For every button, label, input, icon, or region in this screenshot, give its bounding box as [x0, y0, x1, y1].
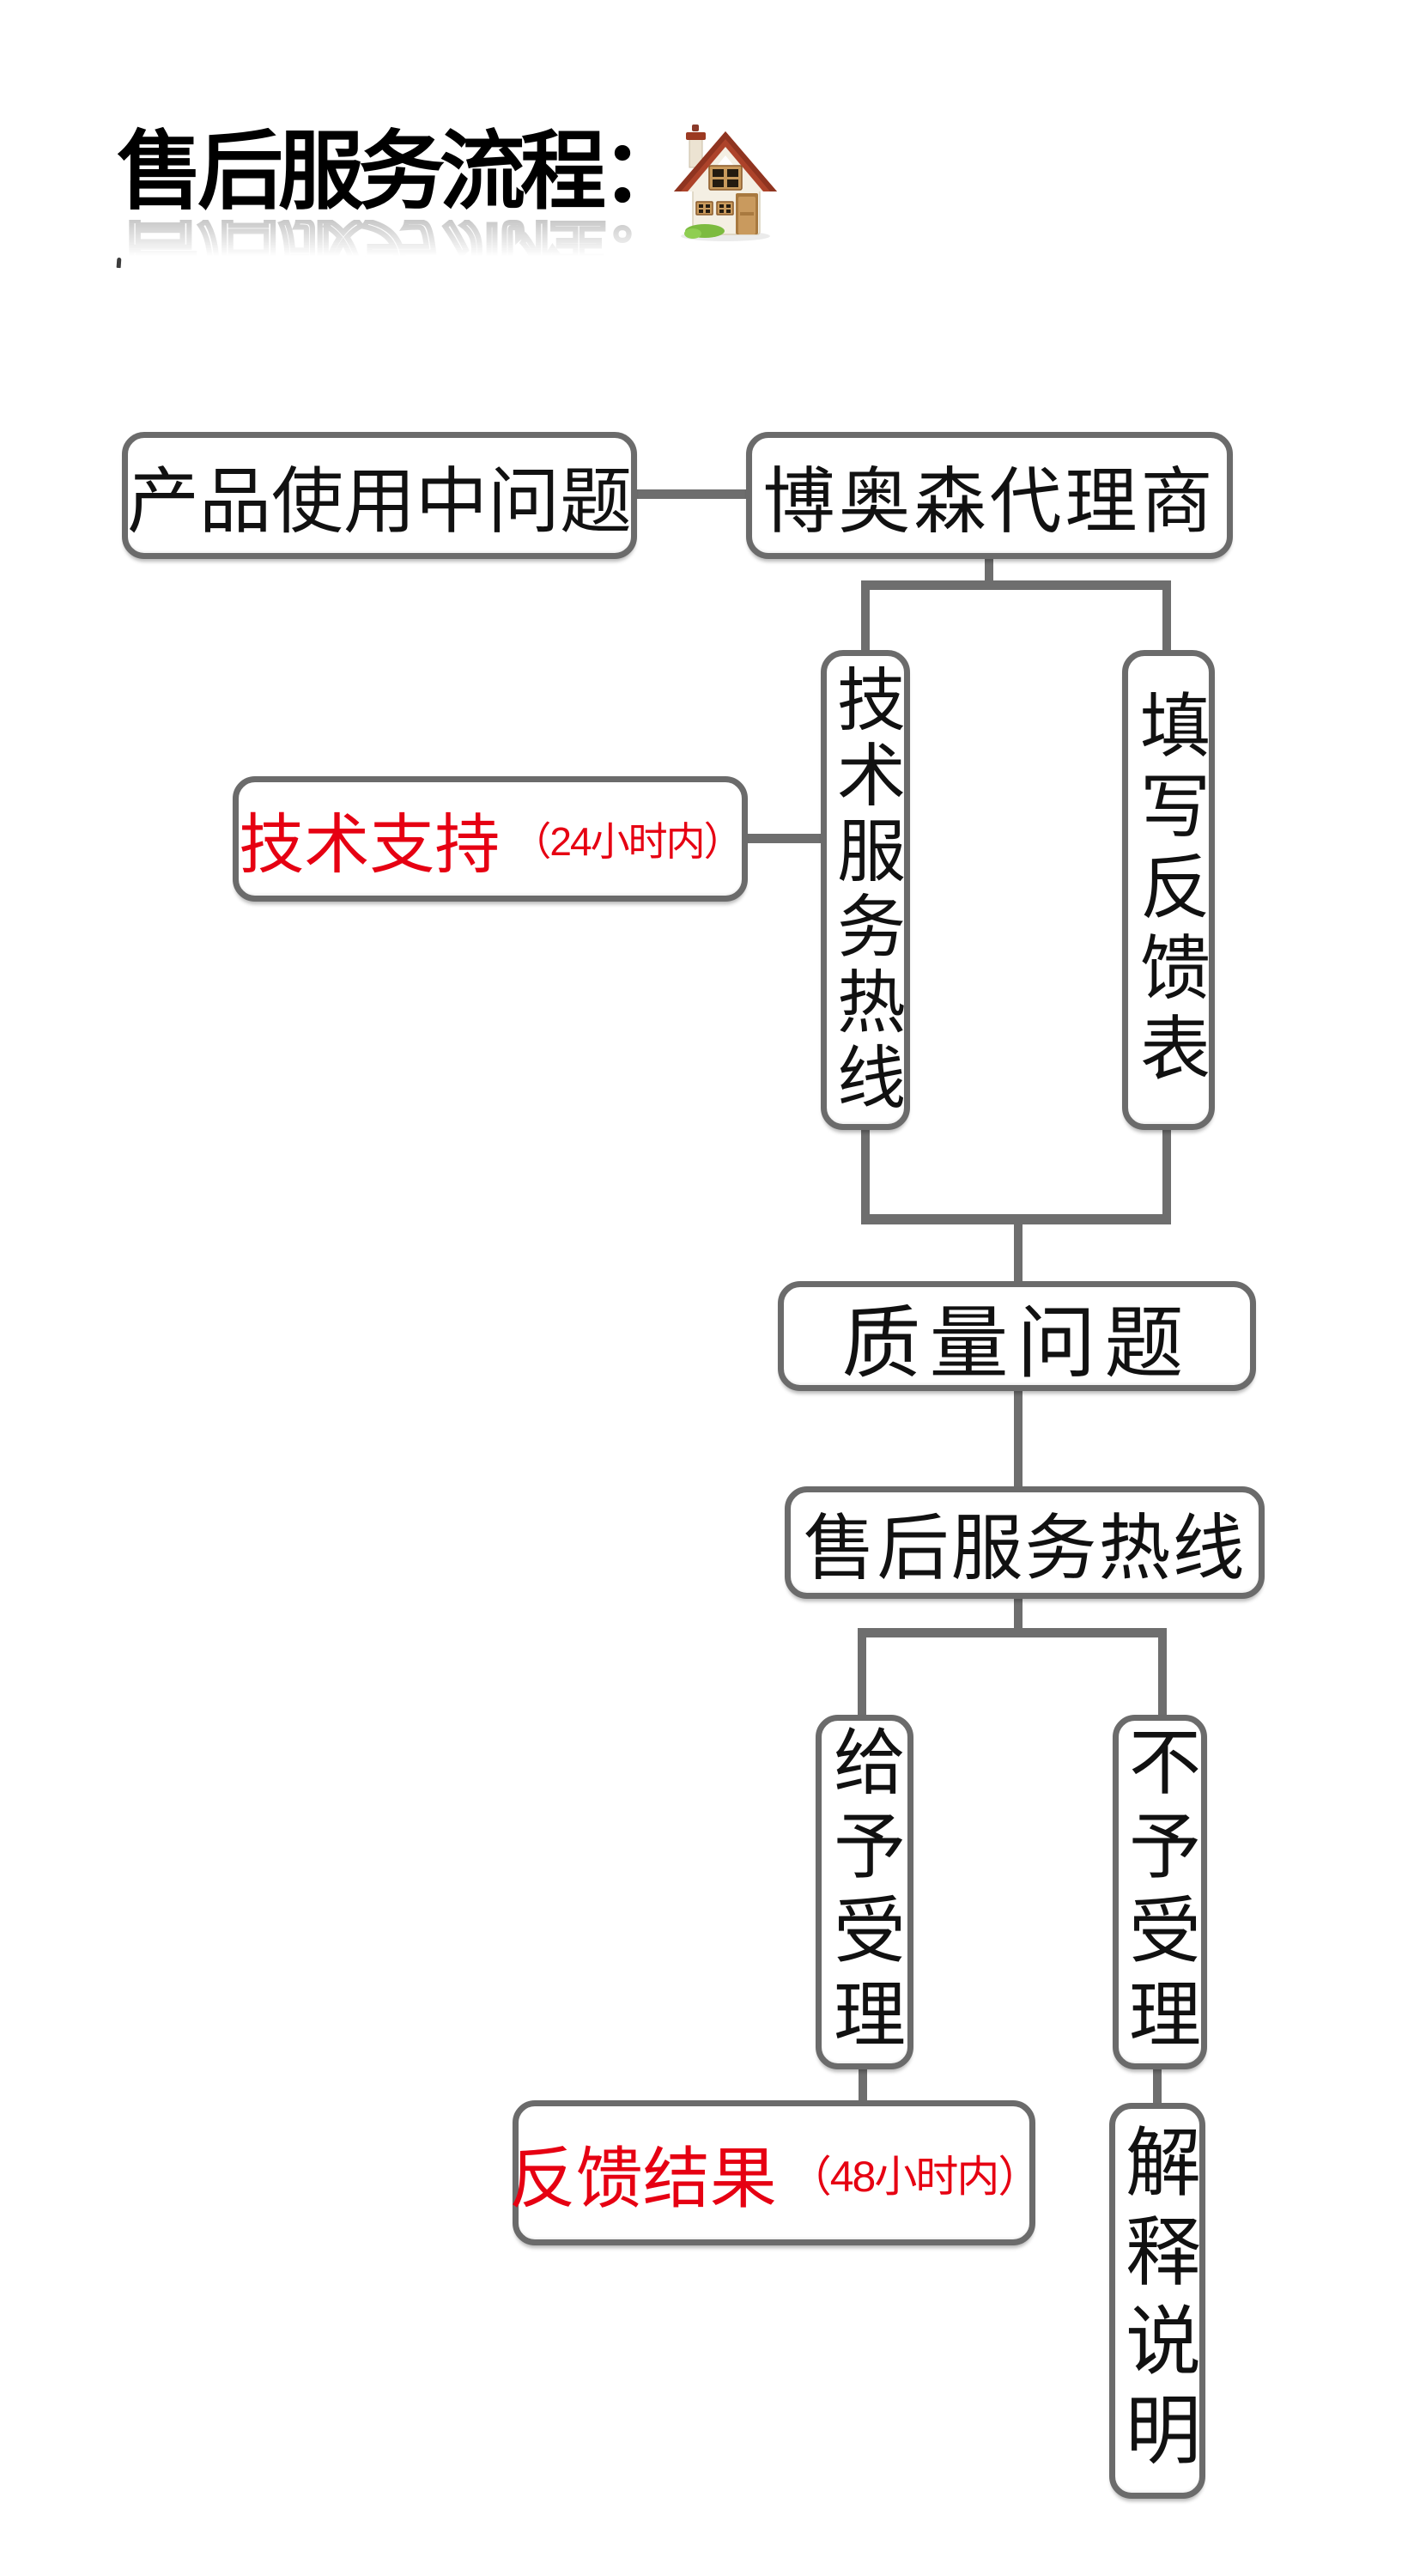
connector-tech-support: [745, 834, 825, 843]
node-tech-support-label: 技术支持: [239, 809, 501, 882]
node-feedback-result: 反馈结果 （48小时内）: [509, 2100, 1041, 2245]
node-after-sales-hotline-label: 售后服务热线: [803, 1508, 1247, 1589]
connector-to-accept: [858, 1628, 866, 1718]
node-fill-feedback-form: 填写反馈表: [1122, 650, 1215, 1130]
node-tech-service-hotline: 技术服务热线: [821, 650, 910, 1130]
node-accept: 给予受理: [816, 1715, 913, 2069]
node-quality-issue: 质量问题: [778, 1281, 1256, 1391]
node-accept-label: 给予受理: [823, 1723, 905, 2061]
node-feedback-result-label: 反馈结果: [508, 2140, 777, 2216]
house-icon: [672, 123, 779, 243]
connector-to-tech-hotline: [861, 580, 870, 654]
connector-split-bottom: [858, 1628, 1167, 1637]
connector-to-feedback-form: [1162, 580, 1171, 654]
connector-feedback-form-down: [1162, 1123, 1171, 1219]
connector-reject-to-explain: [1153, 2064, 1162, 2106]
connector-split-top: [861, 580, 1171, 590]
node-agent: 博奥森代理商: [746, 432, 1233, 559]
node-reject-label: 不予受理: [1119, 1723, 1200, 2061]
connector-agent-down: [985, 556, 993, 586]
connector-aftersales-down: [1014, 1595, 1023, 1633]
connector-accept-to-result: [859, 2064, 867, 2104]
connector-quality-to-aftersales: [1014, 1388, 1023, 1490]
page-title: 售后服务流程：: [117, 124, 687, 220]
node-after-sales-hotline: 售后服务热线: [785, 1486, 1265, 1599]
node-agent-label: 博奥森代理商: [762, 460, 1217, 542]
connector-to-reject: [1158, 1628, 1167, 1718]
stray-reflection-mark: [116, 257, 122, 269]
node-feedback-result-note: （48小时内）: [788, 2152, 1041, 2201]
node-product-issue-label: 产品使用中问题: [127, 460, 633, 542]
node-reject: 不予受理: [1113, 1715, 1207, 2069]
node-tech-support-note: （24小时内）: [512, 819, 743, 864]
node-fill-feedback-form-label: 填写反馈表: [1129, 688, 1208, 1092]
title-reflection: 售后服务流程：: [117, 220, 718, 264]
node-quality-issue-label: 质量问题: [841, 1299, 1192, 1388]
node-explanation: 解释说明: [1109, 2103, 1205, 2499]
connector-product-agent: [637, 489, 746, 499]
node-product-issue: 产品使用中问题: [122, 432, 637, 559]
node-tech-service-hotline-label: 技术服务热线: [828, 663, 904, 1117]
node-explanation-label: 解释说明: [1114, 2122, 1200, 2480]
connector-tech-hotline-down: [861, 1123, 870, 1219]
connector-merge-to-quality: [1014, 1219, 1023, 1285]
node-tech-support: 技术支持 （24小时内）: [233, 776, 748, 902]
